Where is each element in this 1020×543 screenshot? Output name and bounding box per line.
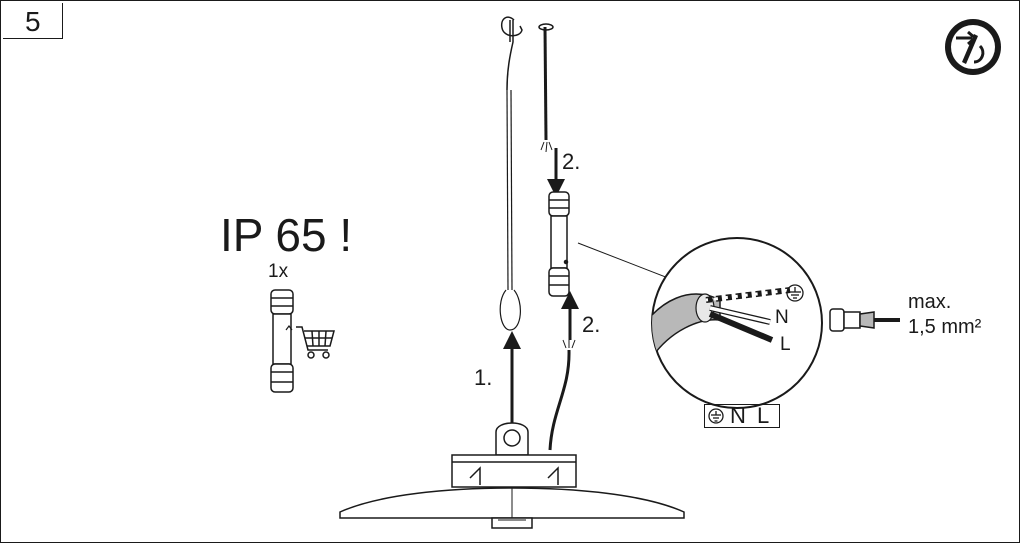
step-label-1: 1. [474, 365, 493, 390]
terminal-earth-icon [708, 408, 724, 424]
conductor-size-icon [829, 308, 900, 332]
step-label-2-top: 2. [562, 149, 581, 174]
power-disconnect-icon [945, 19, 1001, 75]
wire-label-neutral: N [775, 307, 789, 328]
wiring-detail-circle [651, 237, 823, 409]
connector-quantity: 1x [268, 261, 289, 282]
earth-ground-icon [786, 284, 804, 302]
step-label-2-bottom: 2. [582, 312, 601, 337]
step-number-box: 5 [3, 3, 63, 39]
luminaire-cable [548, 338, 576, 451]
suspension-wire [499, 89, 521, 331]
wire-label-live: L [780, 334, 791, 355]
terminal-label-neutral: N [730, 403, 746, 428]
terminal-label-bar [704, 404, 780, 428]
wire-spec-max: max. [908, 291, 952, 313]
step-number: 5 [25, 6, 41, 37]
waterproof-connector [548, 191, 570, 297]
ip-rating-warning: IP 65 ! [220, 209, 353, 261]
terminal-label-live: L [757, 403, 770, 428]
high-bay-luminaire [339, 422, 685, 529]
shopping-cart-icon [296, 326, 335, 359]
wire-spec-size: 1,5 mm² [908, 316, 982, 338]
spare-connector-icon [270, 289, 294, 393]
suspension-hook [500, 16, 523, 91]
ceiling-cable [538, 23, 554, 153]
